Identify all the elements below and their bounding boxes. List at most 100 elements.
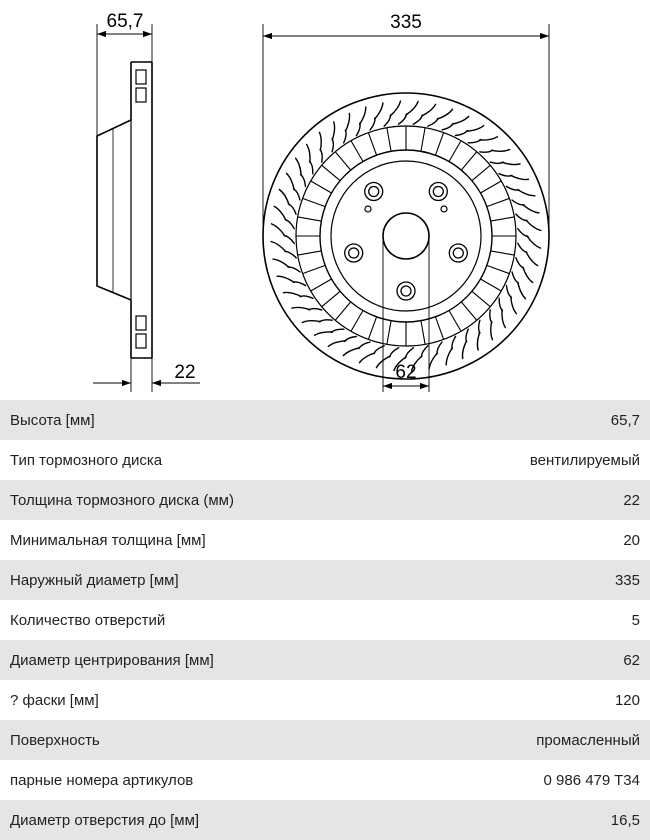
vent-rib [420,127,426,152]
bolt-hole [432,185,444,198]
vent-rib [367,132,378,156]
vent-rib [460,151,478,171]
surface-groove [383,114,392,127]
vent-rib [480,180,502,194]
spec-value: 16,5 [610,811,640,829]
spec-value: 335 [614,571,640,589]
vent-rib [386,320,392,345]
surface-groove [287,266,301,273]
surface-groove [330,328,345,334]
surface-groove [467,138,482,144]
surface-groove [358,352,376,364]
surface-groove [517,281,527,300]
spec-row: Высота [мм]65,7 [0,400,650,440]
vent-rib [367,316,378,340]
spec-row: Количество отверстий 5 [0,600,650,640]
surface-groove [479,149,494,153]
bolt-hole [428,181,448,202]
vent-rib [302,264,326,275]
surface-groove [525,251,539,267]
spec-row: Диаметр центрирования [мм]62 [0,640,650,680]
surface-groove [331,121,336,141]
surface-groove [285,172,295,191]
surface-groove [276,275,295,283]
surface-groove [292,188,301,201]
surface-groove [517,227,529,238]
spec-label: Минимальная толщина [мм] [10,531,206,549]
surface-groove [498,173,513,177]
surface-groove [405,100,419,116]
bolt-hole [344,243,364,263]
surface-groove [355,122,361,137]
surface-groove [498,297,504,312]
surface-groove [404,347,415,359]
spec-value: 5 [631,611,640,629]
spec-value: 20 [623,531,640,549]
surface-groove [477,319,481,334]
vent-rib [434,316,445,340]
surface-groove [327,340,347,348]
vent-rib [471,290,491,308]
spec-row: Толщина тормозного диска (мм)22 [0,480,650,520]
bolt-hole [348,247,360,259]
surface-groove [342,347,361,357]
surface-groove [284,250,297,259]
surface-groove [428,352,438,370]
surface-groove [489,309,493,324]
vent-rib [486,197,510,208]
vent-rib [321,290,341,308]
vent-rib [490,216,515,222]
spec-row: Минимальная толщина [мм] 20 [0,520,650,560]
surface-groove [517,242,528,254]
surface-groove [308,307,323,311]
surface-groove [299,173,307,188]
spec-label: Тип тормозного диска [10,451,163,469]
vent-rib [490,250,515,256]
surface-groove [273,205,287,221]
spec-value: 22 [623,491,640,509]
surface-groove [490,148,511,152]
surface-groove [510,174,530,181]
surface-groove [284,218,295,230]
surface-groove [393,356,407,372]
vent-rib [448,140,462,162]
vent-rib [486,264,510,275]
surface-groove [278,188,290,206]
spec-label: Диаметр отверстия до [мм] [10,811,200,829]
vent-rib [310,180,332,194]
spec-label: Количество отверстий [10,611,166,629]
spec-row: Диаметр отверстия до [мм] 16,5 [0,800,650,840]
surface-groove [436,341,443,355]
surface-groove [331,138,335,153]
surface-groove [319,148,323,163]
surface-groove [282,291,302,298]
bolt-hole [364,181,384,202]
surface-groove [465,124,485,132]
vent-rib [448,310,462,332]
spec-value: 62 [623,651,640,669]
surface-groove [515,213,528,222]
surface-groove [287,203,297,215]
disc-front-view [262,24,550,392]
surface-groove [412,114,424,125]
surface-groove [397,113,408,125]
surface-groove [505,284,513,299]
vent-rib [471,164,491,182]
surface-groove [270,240,287,253]
surface-groove [318,319,333,323]
disc-side-view [96,24,153,392]
vent-rib [297,216,322,222]
dim-center-bore-label: 62 [395,362,416,383]
surface-groove [501,161,521,166]
surface-groove [270,223,286,237]
surface-groove [343,129,347,144]
surface-groove [299,295,314,299]
spec-value: 120 [614,691,640,709]
spec-label: Поверхность [10,731,100,749]
surface-groove [318,131,322,152]
vent-rib [334,151,352,171]
bolt-hole [452,247,464,259]
